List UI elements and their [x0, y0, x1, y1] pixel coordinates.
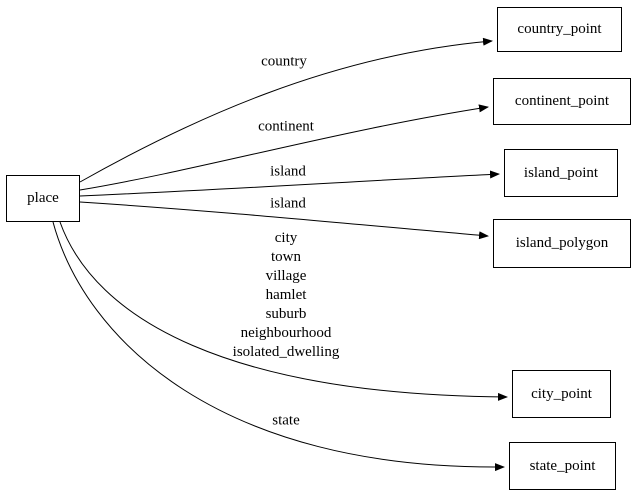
edge-place-island-point [79, 170, 500, 197]
edge-label-city-group: city town village hamlet suburb neighbou… [232, 230, 340, 360]
edge-label-state: state [272, 412, 300, 429]
edge-place-continent-point [79, 104, 489, 191]
node-city-point: city_point [512, 370, 611, 418]
edge-place-state-point [52, 221, 505, 472]
edge-place-country-point [79, 37, 493, 183]
node-island-polygon: island_polygon [493, 219, 631, 268]
node-state-point: state_point [509, 442, 616, 490]
edge-label-island-point: island [270, 163, 306, 180]
node-place: place [6, 175, 80, 222]
node-country-point: country_point [497, 7, 622, 52]
edge-label-island-polygon: island [270, 195, 306, 212]
edge-place-island-polygon [79, 201, 489, 240]
node-island-point: island_point [504, 149, 618, 197]
edge-label-continent: continent [258, 118, 314, 135]
edge-label-country: country [261, 53, 307, 70]
edge-place-city-point [59, 221, 508, 401]
node-continent-point: continent_point [493, 78, 631, 125]
